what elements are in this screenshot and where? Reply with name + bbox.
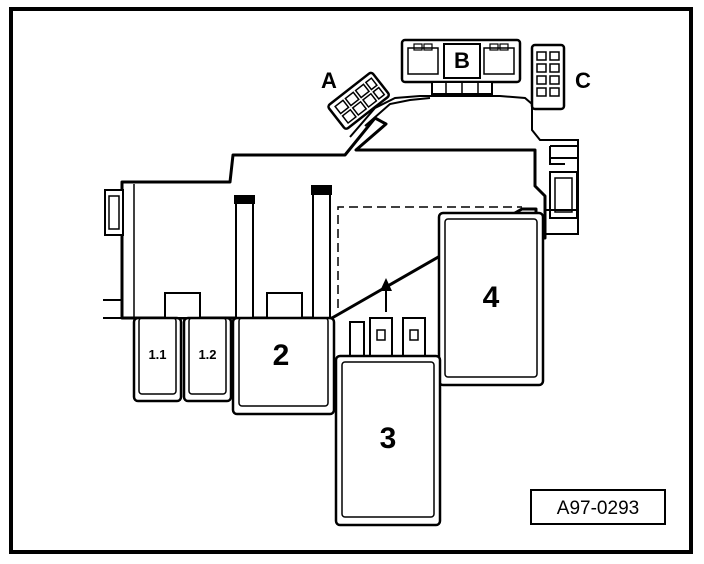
- callout-c: C: [575, 68, 591, 93]
- relay-2: 2: [231, 316, 336, 416]
- callout-a: A: [321, 68, 337, 93]
- relay-1-2-label: 1.2: [198, 347, 216, 362]
- reference-code-box: A97-0293: [530, 489, 666, 525]
- reference-code: A97-0293: [557, 498, 639, 519]
- relay-1-1-label: 1.1: [148, 347, 166, 362]
- relay-1-1: 1.1: [132, 316, 183, 403]
- relay-4: 4: [437, 211, 545, 387]
- connector-a: [327, 71, 390, 130]
- carrier-pins: [164, 185, 332, 321]
- relay-2-label: 2: [273, 339, 290, 372]
- relay-1-2: 1.2: [182, 316, 233, 403]
- callout-b: B: [454, 48, 470, 73]
- relay-3-label: 3: [380, 422, 397, 455]
- outer-frame: [9, 7, 693, 554]
- relay-4-label: 4: [483, 281, 500, 314]
- connector-b: [400, 38, 522, 95]
- connector-c: [530, 43, 566, 111]
- relay-3: 3: [334, 317, 442, 527]
